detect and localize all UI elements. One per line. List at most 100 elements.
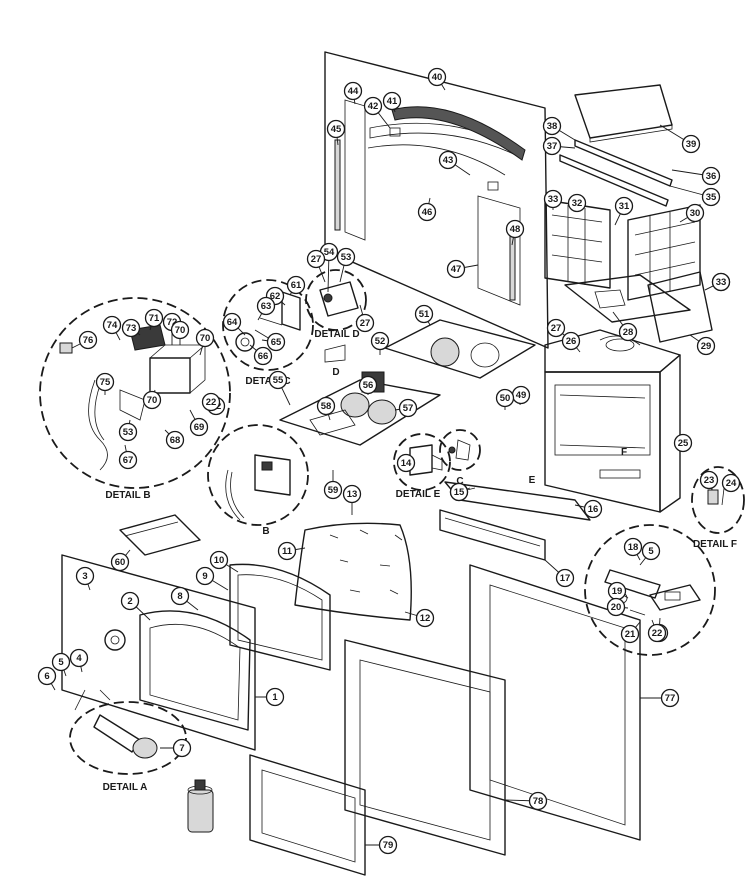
callout-circle — [382, 91, 402, 111]
callout-63: 63 — [256, 296, 276, 316]
callout-13: 13 — [342, 484, 362, 504]
callout-78: 78 — [528, 791, 548, 811]
callout-circle — [336, 247, 356, 267]
callout-circle — [561, 331, 581, 351]
callout-number: 31 — [619, 201, 630, 212]
callout-circle — [528, 791, 548, 811]
callout-number: 13 — [347, 489, 358, 500]
callout-73: 73 — [121, 318, 141, 338]
detail-b-label: DETAIL B — [105, 490, 150, 501]
callout-circle — [701, 187, 721, 207]
callout-number: 67 — [123, 455, 134, 466]
callout-number: 68 — [170, 435, 181, 446]
callout-18: 18 — [623, 537, 643, 557]
callout-number: 12 — [420, 613, 431, 624]
callout-2: 2 — [120, 591, 140, 611]
callout-number: 35 — [706, 192, 717, 203]
callout-29: 29 — [696, 336, 716, 356]
callout-70-b1: 70 — [170, 320, 190, 340]
callout-number: 40 — [432, 72, 443, 83]
callout-30: 30 — [685, 203, 705, 223]
callout-14: 14 — [396, 453, 416, 473]
callout-circle — [201, 392, 221, 412]
callout-66: 66 — [253, 346, 273, 366]
callout-circle — [142, 390, 162, 410]
callout-number: 37 — [547, 141, 558, 152]
callout-number: 22 — [206, 397, 217, 408]
callout-number: 46 — [422, 207, 433, 218]
callout-number: 6 — [44, 671, 49, 682]
callout-28: 28 — [618, 322, 638, 342]
callout-22-b6: 22 — [647, 623, 667, 643]
callout-number: 24 — [726, 478, 737, 489]
callout-number: 65 — [271, 337, 282, 348]
callout-53: 53 — [336, 247, 356, 267]
callout-number: 29 — [701, 341, 712, 352]
callout-circle — [326, 119, 346, 139]
callout-7: 7 — [172, 738, 192, 758]
gasket-sheet-group — [119, 514, 201, 556]
callout-number: 53 — [341, 252, 352, 263]
firebox-group — [544, 329, 681, 513]
callout-number: 77 — [665, 693, 676, 704]
callout-circle — [144, 308, 164, 328]
callout-41: 41 — [382, 91, 402, 111]
callout-circle — [542, 136, 562, 156]
callout-circle — [449, 482, 469, 502]
callout-32: 32 — [567, 193, 587, 213]
callout-71: 71 — [144, 308, 164, 328]
callout-number: 75 — [100, 377, 111, 388]
refractory-panel-group — [544, 84, 713, 343]
callout-circle — [170, 586, 190, 606]
callout-40: 40 — [427, 67, 447, 87]
callout-5: 5 — [51, 652, 71, 672]
callout-9: 9 — [195, 566, 215, 586]
callout-circle — [606, 597, 626, 617]
callout-27-b8: 27 — [355, 313, 375, 333]
callout-23: 23 — [699, 470, 719, 490]
callout-76: 76 — [78, 330, 98, 350]
callout-circle — [253, 346, 273, 366]
callout-number: 5 — [58, 657, 64, 668]
callout-35: 35 — [701, 187, 721, 207]
callout-number: 70 — [175, 325, 186, 336]
callout-16: 16 — [583, 499, 603, 519]
callout-number: 17 — [560, 573, 571, 584]
callout-circle — [189, 417, 209, 437]
callout-number: 47 — [451, 264, 462, 275]
callout-17: 17 — [555, 568, 575, 588]
callout-number: 60 — [115, 557, 126, 568]
callout-circle — [673, 433, 693, 453]
callout-number: 23 — [704, 475, 715, 486]
callout-number: 14 — [401, 458, 412, 469]
callout-number: 48 — [510, 224, 521, 235]
callout-number: 3 — [82, 571, 87, 582]
callout-64: 64 — [222, 312, 242, 332]
callout-circle — [265, 687, 285, 707]
callout-number: 41 — [387, 96, 398, 107]
trim-panels-group — [344, 564, 641, 856]
callout-26: 26 — [561, 331, 581, 351]
sub-label-f: F — [621, 447, 627, 458]
callout-3: 3 — [75, 566, 95, 586]
callout-number: 56 — [363, 380, 374, 391]
callout-number: 74 — [107, 320, 118, 331]
callout-circle — [165, 430, 185, 450]
callout-circle — [647, 623, 667, 643]
callout-circle — [495, 388, 515, 408]
callout-number: 27 — [360, 318, 371, 329]
callout-circle — [427, 67, 447, 87]
callout-42: 42 — [363, 96, 383, 116]
callout-circle — [266, 332, 286, 352]
callout-circle — [118, 422, 138, 442]
callout-circle — [268, 370, 288, 390]
callout-circle — [446, 259, 466, 279]
callout-number: 38 — [547, 121, 558, 132]
callout-circle — [51, 652, 71, 672]
callout-number: 7 — [179, 743, 184, 754]
callout-53-b2: 53 — [118, 422, 138, 442]
detail-b-small-group — [207, 424, 309, 526]
callout-74: 74 — [102, 315, 122, 335]
callout-circle — [170, 320, 190, 340]
sub-label-b: B — [262, 526, 269, 537]
